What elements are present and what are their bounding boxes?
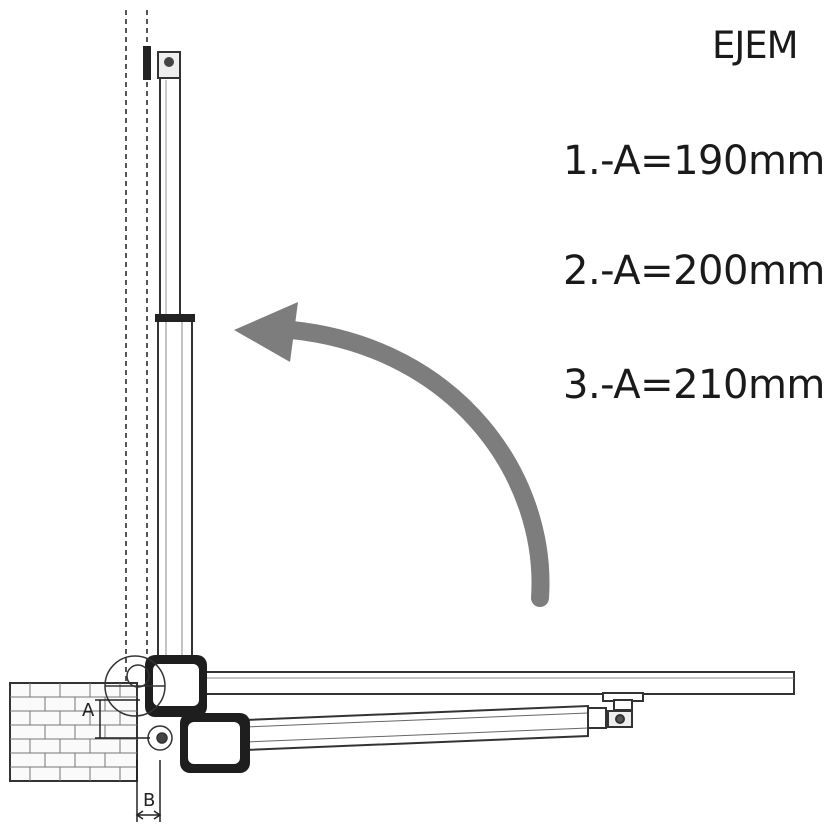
gate-opener-installation-diagram: A B <box>9 10 795 822</box>
actuator-closed <box>180 704 607 773</box>
pivot-bracket <box>104 655 173 751</box>
gate-bracket <box>602 692 644 728</box>
dimension-b <box>135 760 162 822</box>
dimension-a <box>95 699 150 739</box>
example-3-label: 3.-A=210mm <box>563 362 825 408</box>
wall-edge <box>125 10 148 690</box>
dimension-b-label: B <box>143 790 155 811</box>
example-2-label: 2.-A=200mm <box>563 248 825 294</box>
curved-arrow-icon <box>234 302 550 607</box>
actuator-open <box>143 46 207 717</box>
page-title: EJEM <box>712 24 799 67</box>
dimension-a-label: A <box>82 700 95 721</box>
gate-leaf <box>199 671 795 695</box>
example-1-label: 1.-A=190mm <box>563 138 825 184</box>
brick-pillar <box>9 682 138 782</box>
